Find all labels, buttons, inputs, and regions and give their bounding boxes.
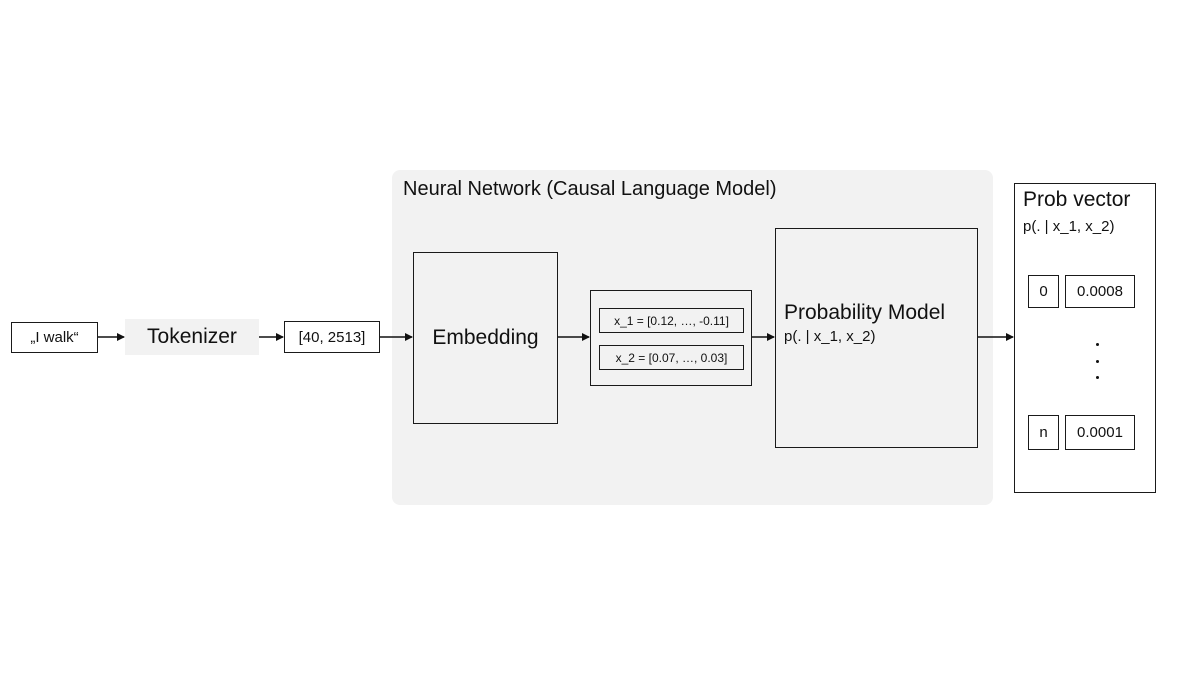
prob-vector-formula: p(. | x_1, x_2) <box>1023 218 1115 235</box>
prob-index-cell: 0 <box>1028 275 1059 308</box>
probability-model-box <box>775 228 978 448</box>
probability-model-formula: p(. | x_1, x_2) <box>784 328 876 345</box>
ellipsis-dot <box>1096 360 1099 363</box>
token-ids-box: [40, 2513] <box>284 321 380 353</box>
input-text-box: „I walk“ <box>11 322 98 353</box>
neural-network-title: Neural Network (Causal Language Model) <box>403 178 777 200</box>
prob-index-cell: n <box>1028 415 1059 450</box>
prob-vector-title: Prob vector <box>1023 188 1131 211</box>
prob-value-cell: 0.0001 <box>1065 415 1135 450</box>
ellipsis-dot <box>1096 376 1099 379</box>
probability-model-title: Probability Model <box>784 301 946 324</box>
vector-x2-box: x_2 = [0.07, …, 0.03] <box>599 345 744 370</box>
embedding-vectors-group <box>590 290 752 386</box>
embedding-box: Embedding <box>413 252 558 424</box>
vector-x1-box: x_1 = [0.12, …, -0.11] <box>599 308 744 333</box>
ellipsis-dot <box>1096 343 1099 346</box>
prob-value-cell: 0.0008 <box>1065 275 1135 308</box>
tokenizer-box: Tokenizer <box>125 319 259 355</box>
